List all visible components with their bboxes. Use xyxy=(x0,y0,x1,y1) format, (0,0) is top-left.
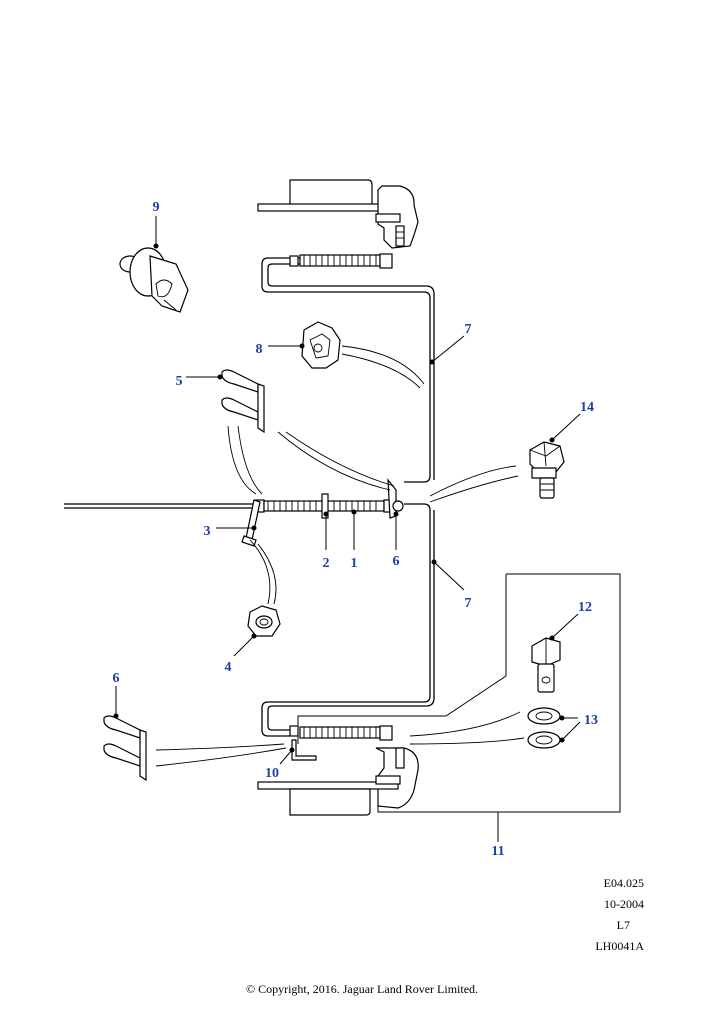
callout-6-middle: 6 xyxy=(393,554,400,569)
part-9-bushing xyxy=(119,247,189,313)
leader-curves xyxy=(155,345,525,767)
callout-9: 9 xyxy=(153,200,160,215)
main-cable xyxy=(64,478,404,519)
lower-brake-hose xyxy=(261,503,435,737)
upper-caliper xyxy=(257,179,419,249)
part-5-spring-clip xyxy=(221,369,265,434)
callout-labels: 9 8 5 7 14 3 2 1 6 7 12 4 6 13 10 11 xyxy=(113,200,599,859)
callout-4: 4 xyxy=(225,660,232,675)
callout-8: 8 xyxy=(256,342,263,357)
date-code: 10-2004 xyxy=(604,897,644,911)
part-13-washers xyxy=(527,707,561,749)
callout-13: 13 xyxy=(584,713,598,728)
callout-14: 14 xyxy=(580,400,594,415)
part-6-lower-clip xyxy=(103,715,147,782)
callout-7-upper: 7 xyxy=(465,322,472,337)
callout-2: 2 xyxy=(323,556,330,571)
lower-caliper xyxy=(257,725,419,816)
callout-1: 1 xyxy=(351,556,358,571)
part-4-nut xyxy=(247,605,281,637)
callout-11: 11 xyxy=(491,844,504,859)
upper-brake-hose xyxy=(261,253,435,483)
illustration-id: LH0041A xyxy=(595,939,644,953)
callout-leaders xyxy=(113,216,581,765)
part-14-bolt xyxy=(529,441,565,499)
part-12-banjo-bolt xyxy=(531,637,561,693)
copyright-notice: © Copyright, 2016. Jaguar Land Rover Lim… xyxy=(245,982,479,996)
section-code: L7 xyxy=(616,918,630,932)
callout-10: 10 xyxy=(265,766,279,781)
callout-6-lower: 6 xyxy=(113,671,120,686)
callout-3: 3 xyxy=(204,524,211,539)
ref-number: E04.025 xyxy=(603,876,644,890)
callout-5: 5 xyxy=(176,374,183,389)
part-8-clip xyxy=(301,321,341,369)
callout-7-lower: 7 xyxy=(465,596,472,611)
callout-12: 12 xyxy=(578,600,592,615)
part-3-bracket xyxy=(241,499,261,547)
bracket-group-11 xyxy=(297,573,621,813)
